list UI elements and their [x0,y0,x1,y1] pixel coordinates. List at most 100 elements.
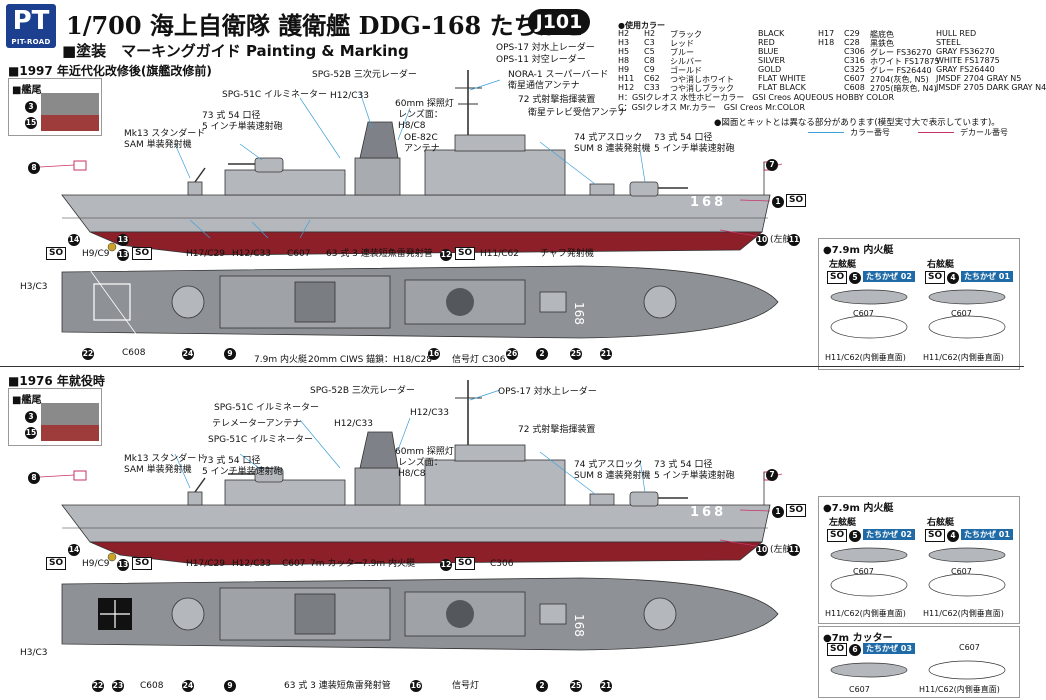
starboard-decal-num: 4 [947,272,959,284]
s1-satv-label: 衛星テレビ受信アンテナ [528,108,627,118]
legend-note-h: H：GSIクレオス 水性ホビーカラー GSI Creos AQUEOUS HOB… [618,93,895,102]
boat79-panel-1: ●7.9m 内火艇 左舷艇 右舷艇 SO 5 たちかぜ 02 SO 4 たちかぜ… [818,238,1020,370]
s1-hull-number: 168 [690,195,727,210]
starboard-so-box-2: SO [925,529,946,542]
legend-cell: 2704(灰色, N5) [870,75,929,84]
starboard-c607-label-2: C607 [951,567,972,576]
decal-3-marker: 3 [25,101,37,113]
legend-cell: H11 [618,74,635,83]
s2-decal-8: 8 [28,472,40,484]
s2-asroc-label-2: SUM 8 連装発射機 [574,471,651,481]
s2-decal-10: 10 [756,544,768,556]
cutter-c607-bottom-label: C607 [849,685,870,694]
legend-cell: C28 [844,38,860,47]
legend-cell: C325 [844,65,865,74]
ship1-plan: 168 [61,265,779,339]
s2-hull-number: 168 [690,505,727,520]
starboard-so-box: SO [925,271,946,284]
s1-gun-rear-label: 73 式 54 口径 [202,111,261,121]
s2-h12c33-label: H12/C33 [232,559,271,569]
s2-torpedo-label: 63 式 3 連装短魚雷発射管 [284,681,391,691]
s1-c607-label: C607 [287,249,311,259]
cutter-title: ●7m カッター [823,633,893,644]
cutter-c607-label: C607 [959,643,980,652]
s1-spg52b-label: SPG-52B 三次元レーダー [312,70,417,80]
starboard-decal-plate-2: たちかぜ 01 [961,529,1013,540]
s1-so-box-1: SO [786,194,807,207]
ship1-profile [39,70,783,256]
s2-decal-13: 13 [117,559,129,571]
starboard-decal-num-2: 4 [947,530,959,542]
s2-asroc-label: 74 式アスロック [574,460,643,470]
s2-c608-label: C608 [140,681,164,691]
legend-cell: C9 [644,65,655,74]
stern-inset-label: ■艦尾 [12,85,42,96]
page-subtitle: ■塗装 マーキングガイド Painting & Marking [62,42,409,60]
s1-decal-10: 10 [756,234,768,246]
legend-cell: H9 [618,65,630,74]
s2-signal-label: 信号灯 [452,681,480,691]
hull-side [61,194,771,233]
s1-gun-fwd-label: 73 式 54 口径 [654,133,713,143]
port-so-box-2: SO [827,529,848,542]
legend-cell: H8 [618,56,630,65]
s1-c306-label: C306 [482,355,506,365]
s1-oe82c-label: OE-82C [404,133,438,143]
s1-h11c62-label: H11/C62 [480,249,519,259]
legend-cell: H3 [618,38,630,47]
s2-decal-11: 11 [788,544,800,556]
legend-cell: つや消しブラック [670,84,734,93]
s1-decal-12: 12 [440,249,452,261]
s2-telemeter-label: テレメーターアンテナ [212,419,302,429]
s1-sat-antenna-label: 衛星通信アンテナ [508,81,580,91]
starboard-boat-label: 右舷艇 [927,260,955,270]
s2-spg52b-label: SPG-52B 三次元レーダー [310,386,415,396]
port-c607-label: C607 [853,309,874,318]
starboard-boat-label-2: 右舷艇 [927,518,955,528]
s1-h12c33-top-label: H12/C33 [330,91,369,101]
cutter-decal-num: 6 [849,644,861,656]
s2-cutter7-label: 7m カッター [310,559,364,569]
legend-cell: HULL RED [936,29,977,38]
s1-lens-label: レンズ面： [398,110,443,120]
legend-cell: 黒鉄色 [870,39,894,48]
s2-decal-7: 7 [766,469,778,481]
s1-so-box-3: SO [132,247,153,260]
s1-boat79-label: 7.9m 内火艇 [254,355,307,365]
s1-ciws-label: 20mm CIWS [308,355,364,365]
legend-cell: C62 [644,74,660,83]
stern-hull-gray-2 [41,403,99,425]
port-decal-num: 5 [849,272,861,284]
s2-spg51c-a-label: SPG-51C イルミネーター [214,403,319,413]
legend-cell: C5 [644,47,655,56]
s2-both-sides-label: (左舷 [770,545,792,555]
legend-cell: C607 [844,74,865,83]
stern-hull-red [41,115,99,131]
legend-cell: H17 [818,29,835,38]
starboard-bottom-label: H11/C62(内側垂直面) [923,353,1004,362]
color-key-label: カラー番号 [850,128,890,137]
legend-heading: ●使用カラー [618,21,665,30]
port-decal-num-2: 5 [849,530,861,542]
s2-decal-9: 9 [224,680,236,692]
s2-lens-label: レンズ面： [398,458,443,468]
legend-cell: RED [758,38,775,47]
s2-decal-21: 21 [600,680,612,692]
s1-decal-13b: 13 [117,249,129,261]
s1-decal-13: 13 [117,234,129,246]
port-bottom-label: H11/C62(内側垂直面) [825,353,906,362]
stern-inset-1: ■艦尾 3 15 [8,78,102,136]
s2-decal-16: 16 [410,680,422,692]
s2-decal-2: 2 [536,680,548,692]
s2-mk13-label: Mk13 スタンダード [124,454,206,464]
legend-cell: H5 [618,47,630,56]
svg-text:168: 168 [572,302,586,325]
legend-cell: GRAY FS26440 [936,65,995,74]
port-c607-label-2: C607 [853,567,874,576]
s1-asroc-label-2: SUM 8 連装発射機 [574,144,651,154]
s1-h3c3-label: H3/C3 [20,282,48,292]
legend-cell: レッド [670,39,694,48]
s1-ops11-label: OPS-11 対空レーダー [496,55,586,65]
port-so-box: SO [827,271,848,284]
s2-c607-label: C607 [282,559,306,569]
